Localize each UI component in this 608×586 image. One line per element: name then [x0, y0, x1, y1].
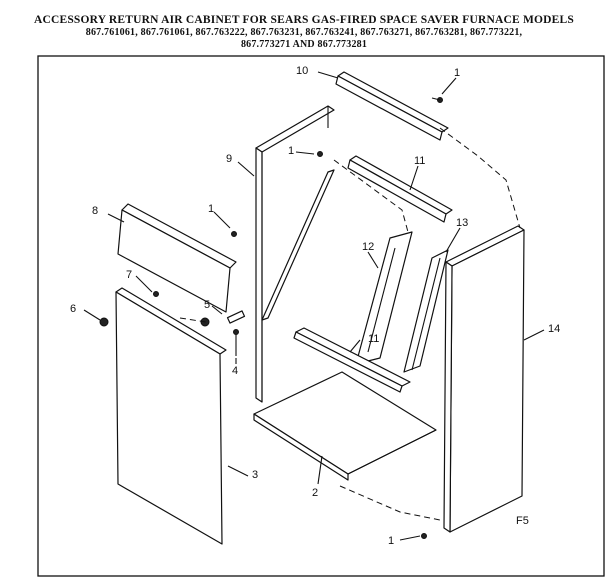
part-12-diagonal-strut [261, 169, 413, 365]
callout-10: 10 [296, 65, 308, 77]
part-7-screw [153, 291, 159, 297]
callout-9: 9 [226, 153, 232, 165]
leader-lines [83, 71, 545, 541]
callout-1-bottom: 1 [388, 535, 394, 547]
alignment-lines [179, 97, 521, 521]
part-5-latch [200, 310, 246, 327]
callout-1-frame: 1 [288, 145, 294, 157]
part-13-corner-post [403, 249, 449, 373]
callout-8: 8 [92, 205, 98, 217]
callout-11-lower: 11 [368, 333, 379, 345]
part-9-side-frame [255, 105, 335, 403]
part-10-top-rail [335, 71, 449, 141]
callout-2: 2 [312, 487, 318, 499]
callout-1-cover: 1 [208, 203, 214, 215]
part-2-base-pan [253, 371, 437, 481]
callout-11-upper: 11 [414, 155, 425, 167]
diagram-title: ACCESSORY RETURN AIR CABINET FOR SEARS G… [33, 14, 575, 26]
callout-5: 5 [204, 299, 210, 311]
callout-4: 4 [232, 365, 238, 377]
callout-13: 13 [456, 217, 468, 229]
figure-code: F5 [516, 515, 529, 527]
part-6-knob [99, 317, 109, 327]
callout-3: 3 [252, 469, 258, 481]
part-14-right-panel [443, 225, 525, 533]
callout-14: 14 [548, 323, 560, 335]
callout-12: 12 [362, 241, 374, 253]
diagram-frame [37, 55, 605, 577]
part-11-lower-brace [293, 327, 411, 393]
callout-1-top: 1 [454, 67, 460, 79]
model-list-line-2: 867.773271 AND 867.773281 [240, 39, 368, 50]
callout-7: 7 [126, 269, 132, 281]
part-11-upper-rail [347, 155, 453, 223]
callout-6: 6 [70, 303, 76, 315]
part-8-top-cover [117, 203, 237, 313]
part-3-door-panel [115, 287, 227, 545]
model-list-line-1: 867.761061, 867.761061, 867.763222, 867.… [85, 27, 523, 38]
part-4-bolt [233, 329, 239, 356]
